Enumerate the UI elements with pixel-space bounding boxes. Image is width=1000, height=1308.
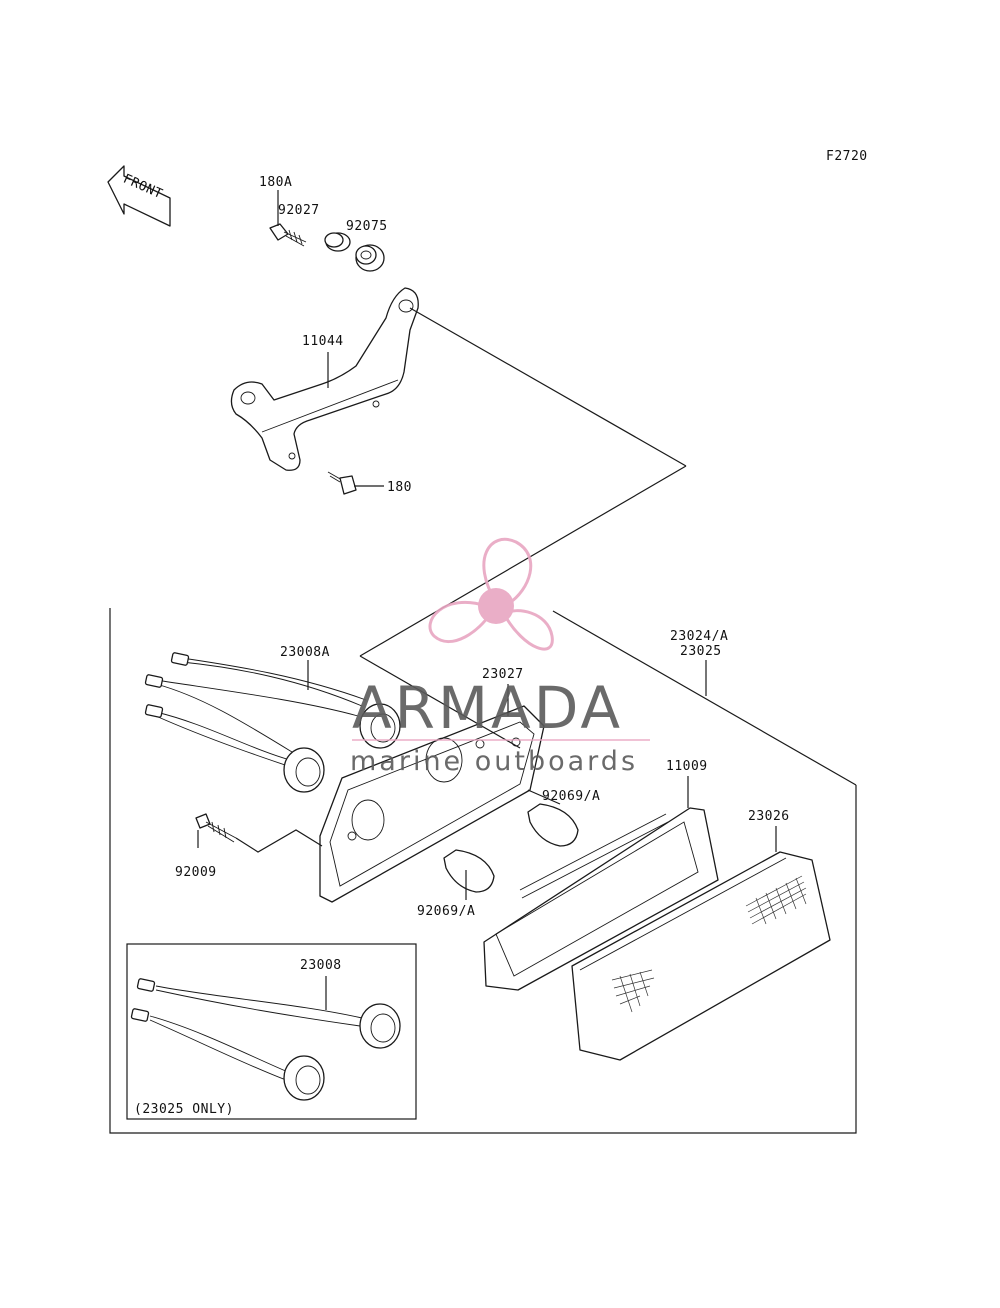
- grommet-92075-icon: [355, 244, 385, 272]
- label-180: 180: [387, 480, 412, 495]
- label-92069a-right: 92069/A: [542, 789, 600, 804]
- label-92027: 92027: [278, 203, 320, 218]
- label-11009: 11009: [666, 759, 708, 774]
- watermark-brand: ARMADA: [352, 674, 623, 742]
- label-23024a: 23024/A: [670, 629, 728, 644]
- lamp-housing-23027-icon: [319, 705, 545, 903]
- label-92075: 92075: [346, 219, 388, 234]
- bulb-92069a-right-icon: [527, 803, 579, 847]
- lens-23026-icon: [571, 851, 831, 1061]
- armada-watermark: ARMADA marine outboards: [350, 537, 650, 777]
- bracket-11044-icon: [230, 287, 419, 471]
- figure-code: F2720: [826, 149, 868, 164]
- screw-92009-icon: [195, 813, 237, 843]
- inset-frame: [126, 943, 417, 1120]
- label-23008: 23008: [300, 958, 342, 973]
- label-11044: 11044: [302, 334, 344, 349]
- label-92009: 92009: [175, 865, 217, 880]
- label-23026: 23026: [748, 809, 790, 824]
- socket-harness-23008-icon: [130, 978, 401, 1101]
- label-23027: 23027: [482, 667, 524, 682]
- bolt-180-icon: [327, 471, 357, 495]
- socket-harness-23008a-icon: [144, 652, 401, 793]
- label-23025: 23025: [680, 644, 722, 659]
- bulb-92069a-bottom-icon: [443, 849, 495, 893]
- front-arrow-icon: FRONT: [107, 165, 171, 227]
- propeller-logo-icon: [428, 537, 554, 651]
- watermark-tagline: marine outboards: [350, 746, 638, 777]
- leader-lines: [197, 190, 777, 1010]
- inset-note: (23025 ONLY): [134, 1102, 234, 1117]
- bolt-180a-icon: [269, 223, 307, 247]
- label-92069a-bottom: 92069/A: [417, 904, 475, 919]
- label-180a: 180A: [259, 175, 292, 190]
- collar-92027-icon: [324, 232, 351, 252]
- assembly-frame: [109, 608, 857, 1134]
- label-23008a: 23008A: [280, 645, 330, 660]
- lens-frame-11009-icon: [483, 807, 719, 991]
